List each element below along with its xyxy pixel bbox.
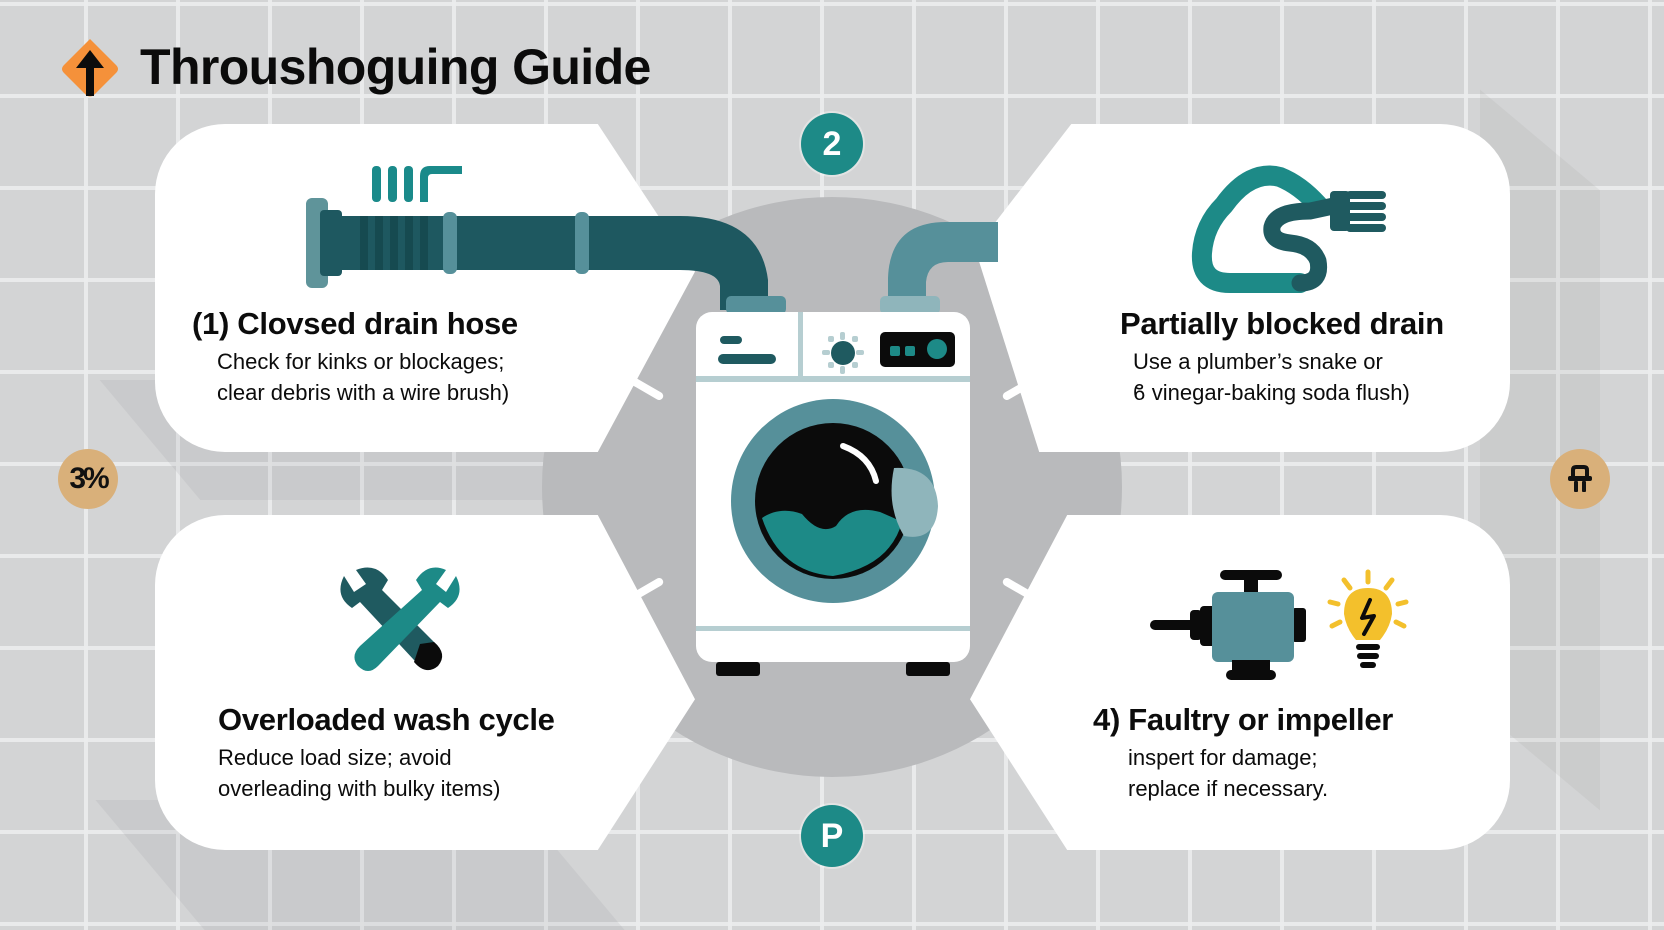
drain-hose-pipe-icon [306, 166, 768, 310]
card-title: (1) Clovsed drain hose [192, 306, 518, 341]
page-title: Throushoguing Guide [140, 39, 651, 95]
step-badge-3-percent: 3% [58, 449, 118, 509]
step-badge-p: P [801, 805, 863, 867]
step-badge-label: P [820, 816, 844, 855]
logo-icon [58, 36, 122, 100]
step-badge-2: 2 [801, 113, 863, 175]
card-bottom-right-text: 4) Faultry or impeller inspert for damag… [1093, 702, 1393, 804]
crossed-wrenches-icon [340, 567, 460, 671]
washing-machine-icon [696, 296, 970, 676]
table-glyph-badge [1550, 449, 1610, 509]
step-badge-label: 3% [69, 462, 109, 495]
plumbers-snake-icon [1191, 165, 1386, 293]
inlet-pipe-icon [888, 222, 998, 312]
card-body: Check for kinks or blockages; clear debr… [217, 349, 510, 405]
card-title: Overloaded wash cycle [218, 702, 555, 737]
card-top-left-text: (1) Clovsed drain hose Check for kinks o… [192, 306, 518, 408]
card-body: Reduce load size; avoid overleading with… [218, 745, 501, 801]
card-bottom-left-text: Overloaded wash cycle Reduce load size; … [218, 702, 555, 804]
card-title: 4) Faultry or impeller [1093, 702, 1394, 737]
card-body: Use a plumber’s snake or ϐ vinegar-bakin… [1133, 349, 1410, 405]
table-glyph-icon [1568, 465, 1592, 492]
card-top-right-text: Partially blocked drain Use a plumber’s … [1120, 306, 1444, 408]
pump-motor-and-lightbulb-icon [1150, 569, 1409, 680]
card-body: inspert for damage; replace if necessary… [1128, 745, 1329, 801]
card-title: Partially blocked drain [1120, 306, 1444, 341]
step-badge-label: 2 [822, 124, 842, 163]
